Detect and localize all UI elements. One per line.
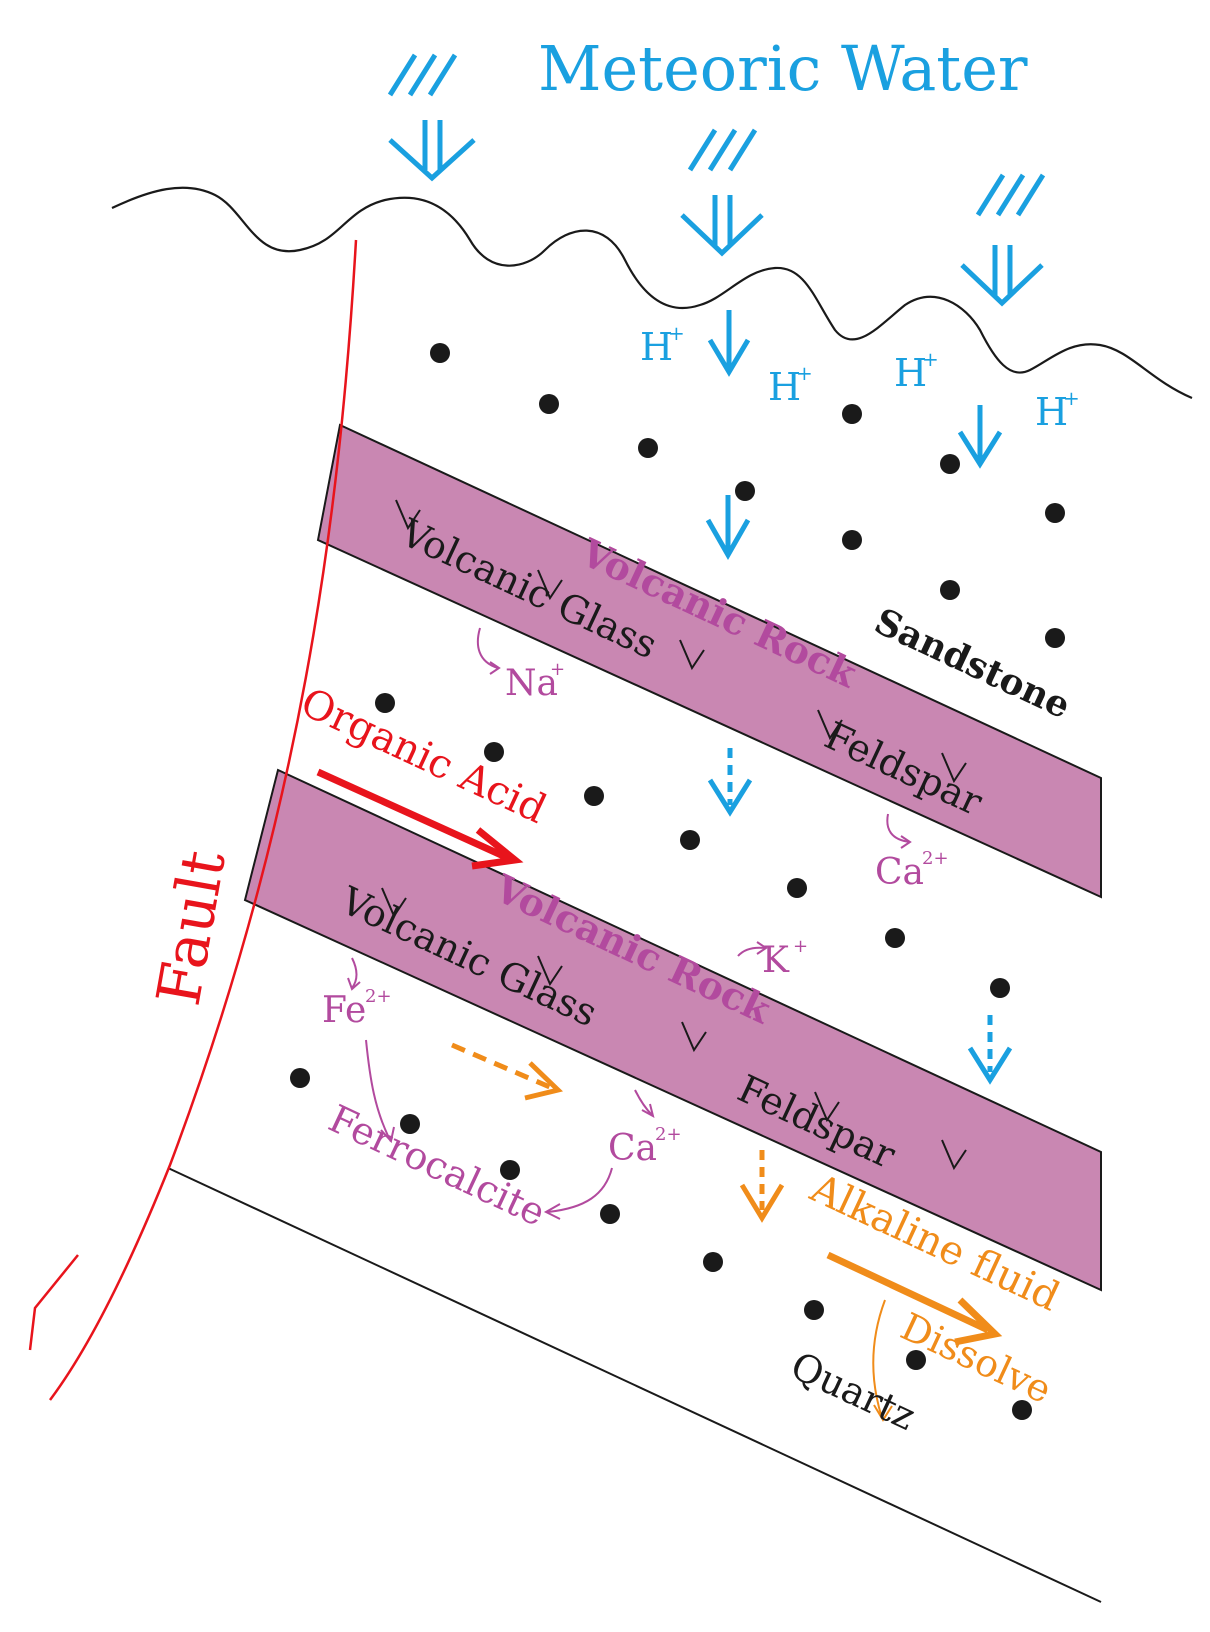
svg-text:H: H xyxy=(768,365,801,409)
double-down-arrow-icon xyxy=(680,195,764,257)
title-meteoric-water: Meteoric Water xyxy=(538,32,1028,105)
fault-line xyxy=(48,239,358,1401)
h-plus-label: H+ xyxy=(768,361,813,409)
organic-acid-arrow-icon xyxy=(316,768,524,870)
sand-grain-icon xyxy=(703,1252,723,1272)
reaction-arrow-icon xyxy=(365,1039,395,1144)
reaction-arrow-icon xyxy=(737,941,768,957)
sand-grain-icon xyxy=(430,343,450,363)
sand-grain-icon xyxy=(290,1068,310,1088)
sand-grain-icon xyxy=(1045,503,1065,523)
v-mark-icon xyxy=(817,709,843,741)
sand-grain-icon xyxy=(990,978,1010,998)
sand-grain-icon xyxy=(735,481,755,501)
na-plus-label: Na+ xyxy=(505,659,565,704)
svg-text:H: H xyxy=(640,325,673,369)
svg-text:Na: Na xyxy=(505,663,558,704)
dashed-arrow-orange-icon xyxy=(451,1042,564,1101)
dissolve-arrow-icon xyxy=(872,1299,893,1422)
sand-grain-icon xyxy=(804,1300,824,1320)
sand-grain-icon xyxy=(400,1114,420,1134)
h-plus-label: H+ xyxy=(1035,386,1080,434)
svg-text:+: + xyxy=(922,347,939,371)
sand-grain-icon xyxy=(500,1160,520,1180)
rain-streaks-icon xyxy=(975,173,1046,217)
reaction-arrow-icon xyxy=(886,813,912,849)
h-plus-label: H+ xyxy=(894,347,939,395)
svg-text:2+: 2+ xyxy=(655,1124,682,1145)
ca-two-plus-label: Ca2+ xyxy=(875,848,949,893)
fault-motion-arrow-icon xyxy=(28,1254,79,1351)
sand-grain-icon xyxy=(842,530,862,550)
svg-text:Ca: Ca xyxy=(608,1128,657,1169)
sand-grain-icon xyxy=(638,438,658,458)
svg-text:Ca: Ca xyxy=(875,852,924,893)
v-mark-icon xyxy=(681,1021,707,1053)
down-arrow-icon xyxy=(957,405,1003,469)
v-mark-icon xyxy=(679,639,705,671)
ground-surface-line xyxy=(111,186,1193,400)
h-plus-label: H+ xyxy=(640,321,685,369)
sand-grain-icon xyxy=(787,878,807,898)
svg-text:+: + xyxy=(550,659,565,680)
reaction-arrow-icon xyxy=(347,957,361,991)
svg-text:2+: 2+ xyxy=(365,986,392,1007)
sand-grain-icon xyxy=(584,786,604,806)
sand-grains xyxy=(290,343,1065,1420)
rain-streaks-icon xyxy=(387,53,458,97)
sand-grain-icon xyxy=(1012,1400,1032,1420)
down-arrow-icon xyxy=(705,495,751,561)
svg-text:+: + xyxy=(1063,386,1080,410)
v-mark-icon xyxy=(814,1091,840,1123)
v-mark-icon xyxy=(381,887,407,919)
v-mark-icon xyxy=(537,569,563,601)
sand-grain-icon xyxy=(680,830,700,850)
sand-grain-icon xyxy=(600,1204,620,1224)
sand-grain-icon xyxy=(539,394,559,414)
svg-text:K: K xyxy=(762,940,790,981)
svg-text:+: + xyxy=(793,936,808,957)
svg-text:H: H xyxy=(894,351,927,395)
v-mark-icon xyxy=(395,499,421,531)
sand-grain-icon xyxy=(940,454,960,474)
sand-grain-icon xyxy=(885,928,905,948)
ca-two-plus-label: Ca2+ xyxy=(608,1124,682,1169)
reaction-arrow-icon xyxy=(634,1089,655,1118)
v-mark-icon xyxy=(941,1139,967,1171)
rain-streaks-icon xyxy=(687,128,758,172)
v-mark-icon xyxy=(941,752,967,784)
svg-text:+: + xyxy=(668,321,685,345)
volcanic-rock-band-lower xyxy=(243,768,1102,1292)
reaction-arrow-icon xyxy=(476,627,501,675)
sand-grain-icon xyxy=(906,1350,926,1370)
reaction-arrow-icon xyxy=(543,1167,613,1220)
svg-text:+: + xyxy=(796,361,813,385)
dashed-down-arrow-icon xyxy=(707,748,753,817)
sand-grain-icon xyxy=(1045,628,1065,648)
fault-label: Fault xyxy=(144,846,240,1011)
fe-two-plus-label: Fe2+ xyxy=(322,986,392,1031)
sand-grain-icon xyxy=(842,404,862,424)
sand-grain-icon xyxy=(484,742,504,762)
double-down-arrow-icon xyxy=(388,120,476,182)
dashed-down-arrow-orange-icon xyxy=(739,1150,785,1223)
volcanic-rock-band-upper xyxy=(316,423,1102,899)
dashed-down-arrow-icon xyxy=(967,1015,1013,1085)
volcanic-marks xyxy=(381,499,967,1171)
svg-text:2+: 2+ xyxy=(922,848,949,869)
sand-grain-icon xyxy=(940,580,960,600)
v-mark-icon xyxy=(537,955,563,987)
k-plus-label: K+ xyxy=(762,936,808,981)
lower-boundary-line xyxy=(167,1167,1102,1603)
svg-text:Fe: Fe xyxy=(322,990,366,1031)
svg-text:H: H xyxy=(1035,390,1068,434)
down-arrow-icon xyxy=(707,310,751,377)
sand-grain-icon xyxy=(375,693,395,713)
double-down-arrow-icon xyxy=(960,245,1044,307)
quartz-label: Quartz xyxy=(784,1343,922,1439)
alkaline-fluid-arrow-icon xyxy=(826,1251,1003,1346)
